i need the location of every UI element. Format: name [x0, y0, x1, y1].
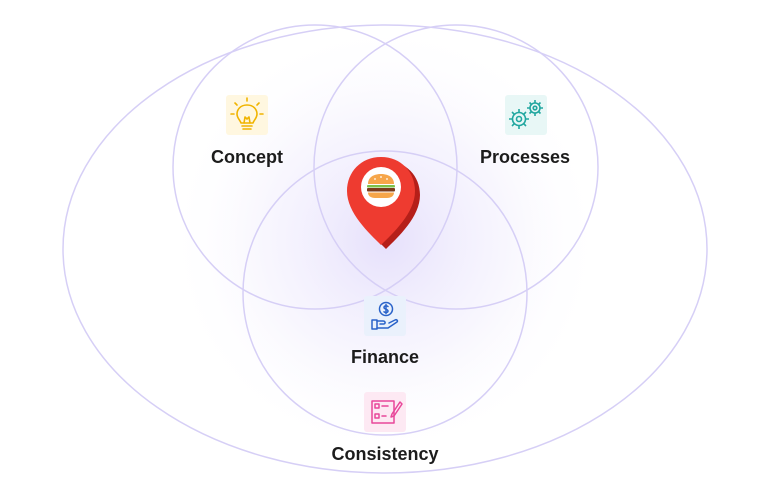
hand-coin-icon — [364, 296, 406, 336]
gears-icon — [505, 95, 547, 135]
consistency-label: Consistency — [331, 444, 438, 464]
burger-location-pin-icon — [347, 157, 420, 249]
checklist-icon — [364, 392, 406, 432]
processes-label: Processes — [480, 147, 570, 167]
concept-circle — [172, 24, 458, 310]
concept-label: Concept — [211, 147, 283, 167]
processes-circle — [313, 24, 599, 310]
consistency-ellipse — [62, 24, 708, 474]
finance-label: Finance — [351, 347, 419, 367]
lightbulb-icon — [226, 95, 268, 135]
finance-circle — [242, 150, 528, 436]
